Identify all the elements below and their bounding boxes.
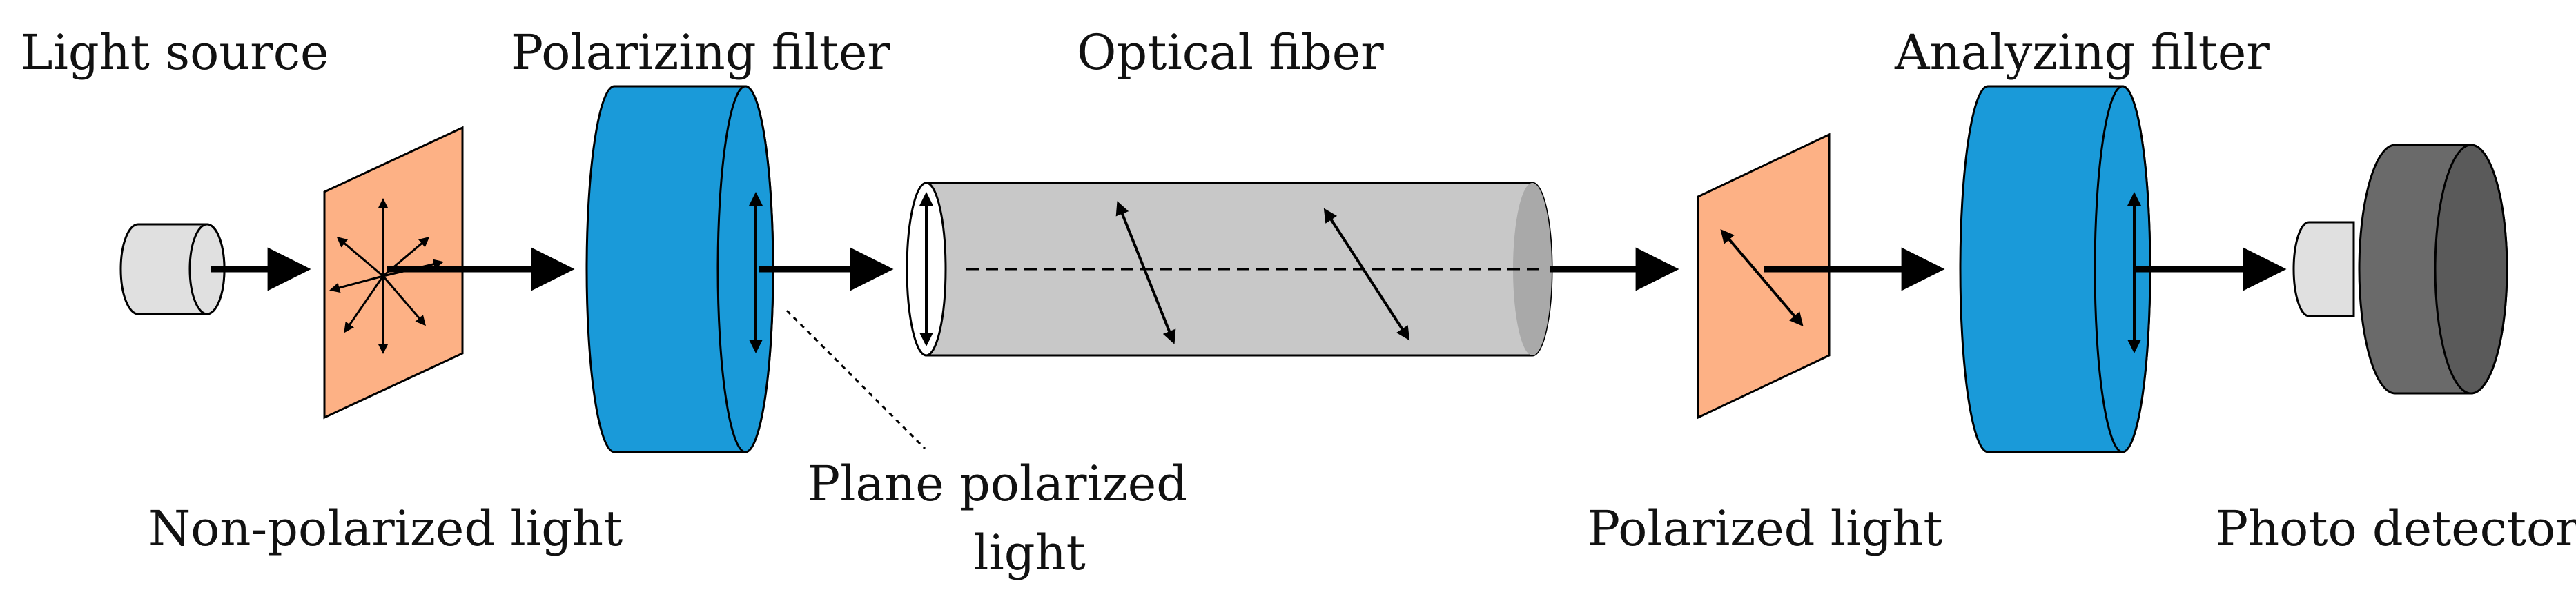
light-source-label: Light source	[21, 24, 329, 81]
non-polarized-light-label: Non-polarized light	[148, 500, 623, 557]
polarized-plate	[1697, 133, 1831, 420]
fiber-rotated-arrow-2	[1323, 208, 1410, 341]
polarized-light-label: Polarized light	[1588, 500, 1943, 557]
polarized-arrow	[1720, 228, 1804, 327]
polarizing-filter-disc	[585, 85, 774, 453]
fiber-rotated-arrow-1	[1115, 201, 1176, 344]
optical-fiber-label: Optical fiber	[1077, 24, 1384, 81]
light-source-cylinder	[119, 223, 226, 315]
plane-polarized-leader	[786, 309, 926, 450]
analyzing-filter-disc	[1959, 85, 2151, 453]
polarizing-filter-label: Polarizing filter	[511, 24, 890, 81]
photo-detector-label: Photo detector	[2216, 500, 2576, 557]
plane-polarized-light-label-line2: light	[973, 524, 1086, 581]
plane-polarized-light-label-line1: Plane polarized	[808, 455, 1187, 512]
photo-detector	[2292, 144, 2508, 395]
analyzing-filter-label: Analyzing filter	[1894, 24, 2270, 81]
